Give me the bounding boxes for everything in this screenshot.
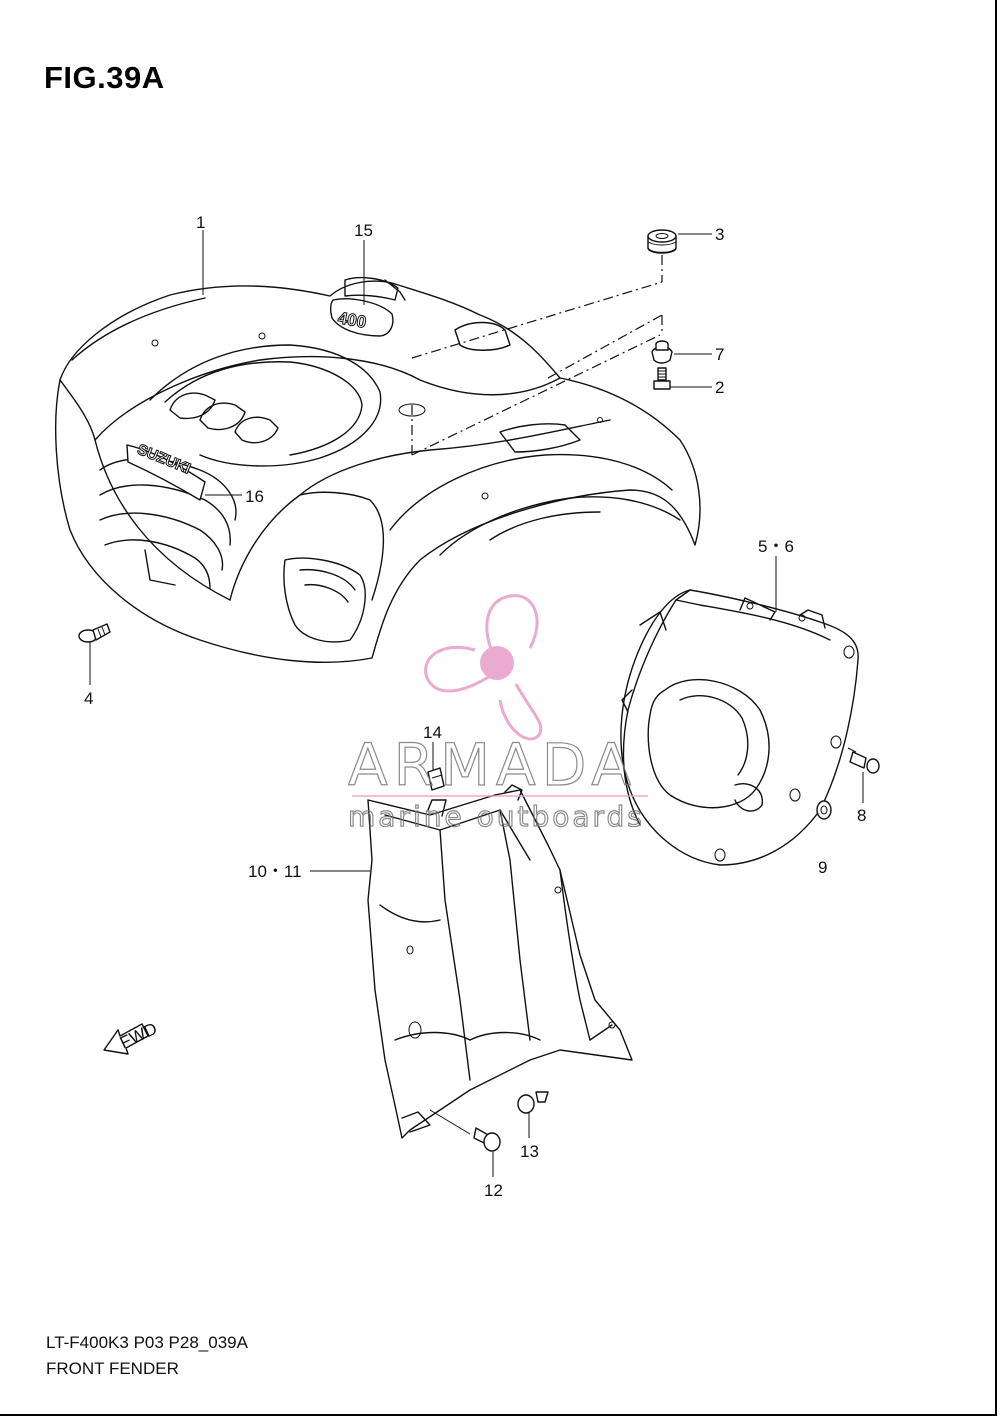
forward-direction-arrow: FWD — [103, 1019, 160, 1055]
callout-labels: 1 15 3 7 2 16 4 5・6 8 9 14 10・11 13 12 — [84, 213, 866, 1200]
bolt-part-2 — [653, 367, 671, 390]
rivet-part-12 — [429, 1109, 501, 1152]
figure-title: FIG.39A — [44, 60, 165, 95]
watermark-tagline: marine outboards — [348, 800, 645, 833]
collar-part-7 — [651, 340, 673, 364]
callout-5-6: 5・6 — [758, 537, 794, 556]
clip-nut-part-14 — [427, 767, 445, 791]
badge-400-text: 400 — [336, 308, 367, 332]
callout-12: 12 — [484, 1181, 503, 1200]
callout-9: 9 — [818, 858, 827, 877]
watermark-brand: ARMADA — [348, 731, 637, 799]
callout-13: 13 — [520, 1142, 539, 1161]
inner-fender-right — [620, 589, 859, 866]
front-fender-main — [55, 276, 701, 664]
fwd-arrow-label: FWD — [117, 1019, 160, 1053]
callout-10-11: 10・11 — [248, 862, 302, 881]
number-badge-400: 400 — [329, 298, 394, 337]
mount-leader-lines — [411, 255, 663, 456]
callout-4: 4 — [84, 689, 93, 708]
callout-2: 2 — [715, 378, 724, 397]
grommet-part-3 — [647, 229, 677, 254]
callout-15: 15 — [354, 221, 373, 240]
section-name: FRONT FENDER — [46, 1359, 179, 1378]
watermark-logo: ARMADA marine outboards — [347, 594, 648, 834]
callout-7: 7 — [715, 345, 724, 364]
rivet-part-13 — [517, 1091, 549, 1114]
callout-16: 16 — [245, 487, 264, 506]
model-code: LT-F400K3 P03 P28_039A — [46, 1333, 248, 1352]
screw-part-4 — [78, 623, 111, 643]
callout-8: 8 — [857, 806, 866, 825]
mud-guard-left — [367, 784, 633, 1139]
callout-1: 1 — [196, 213, 205, 232]
callout-3: 3 — [715, 225, 724, 244]
propeller-icon — [424, 594, 543, 741]
washer-part-9 — [816, 800, 832, 820]
callout-14: 14 — [423, 723, 442, 742]
clip-part-8 — [847, 747, 880, 774]
